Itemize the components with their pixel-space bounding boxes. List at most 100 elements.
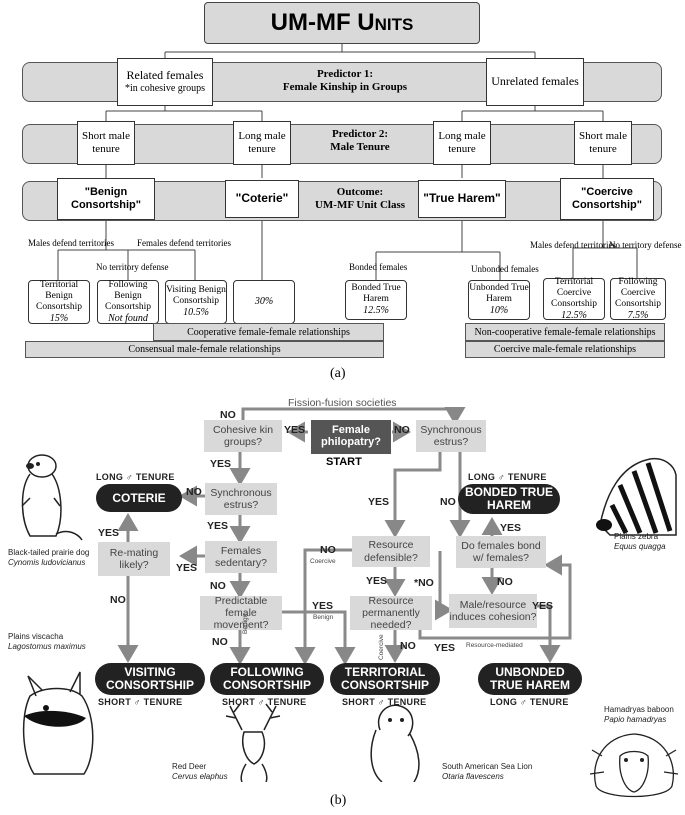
predictor1-label: Predictor 1:Female Kinship in Groups (282, 68, 408, 94)
visiting-outcome: VISITING CONSORTSHIP (95, 663, 205, 695)
label-no-3: NO (186, 486, 202, 498)
outcome-coterie: "Coterie" (225, 180, 299, 218)
outcome-true-harem: "True Harem" (418, 180, 506, 218)
resource-defensible-question: Resource defensible? (352, 536, 430, 567)
remating-question: Re-mating likely? (98, 542, 170, 576)
p2-box-4: Short male tenure (574, 121, 632, 165)
sedentary-question: Females sedentary? (205, 541, 277, 573)
label-yes-8: YES (366, 575, 388, 587)
branch-unbonded: Unbonded females (471, 264, 539, 274)
branch-males-defend-left: Males defend territories (28, 238, 114, 248)
label-yes-5: YES (176, 562, 198, 574)
outcome-coercive: "Coercive Consortship" (560, 178, 654, 220)
territorial-tenure: SHORT ♂ TENURE (342, 697, 427, 707)
start-label: START (326, 456, 362, 468)
synchronous-estrus-right-question: Synchronous estrus? (416, 420, 486, 452)
panel-a-title: UM-MF Units (204, 2, 480, 44)
label-no-7: NO (320, 544, 336, 556)
viscacha-illustration (22, 671, 94, 775)
cohesive-kin-question: Cohesive kin groups? (204, 420, 282, 452)
consensual-relationships-band: Consensual male-female relationships (25, 341, 384, 358)
label-no-8: NO (440, 496, 456, 508)
label-yes-3: YES (207, 520, 229, 532)
predictable-movement-question: Predictable female movement? (200, 595, 282, 631)
following-outcome: FOLLOWING CONSORTSHIP (210, 663, 324, 695)
predictor2-label: Predictor 2:Male Tenure (330, 128, 390, 154)
label-no-1: NO (220, 409, 236, 421)
note-coercive: Coercive (310, 558, 336, 565)
branch-bonded: Bonded females (349, 262, 408, 272)
following-tenure: SHORT ♂ TENURE (222, 697, 307, 707)
label-no-5: NO (110, 594, 126, 606)
resource-needed-question: Resource permanently needed? (350, 595, 432, 631)
branch-no-territory-right: No territory defense (609, 240, 682, 250)
coterie-tenure: LONG ♂ TENURE (96, 472, 175, 482)
sea-lion-illustration (370, 704, 420, 782)
branch-females-defend: Females defend territories (137, 238, 231, 248)
label-no-4: NO (210, 580, 226, 592)
p2-box-3: Long male tenure (433, 121, 491, 165)
branch-no-territory: No territory defense (96, 262, 169, 272)
note-benign-2: Benign (242, 613, 249, 634)
red-deer-illustration (225, 703, 281, 782)
unbonded-harem-outcome: UNBONDED TRUE HAREM (478, 663, 582, 695)
noncoop-relationships-band: Non-cooperative female-female relationsh… (465, 323, 665, 341)
label-yes-1: YES (284, 424, 306, 436)
coterie-outcome: COTERIE (96, 484, 182, 512)
label-no-9: NO (400, 640, 416, 652)
label-yes-7: YES (368, 496, 390, 508)
females-bond-question: Do females bond w/ females? (456, 536, 546, 568)
visiting-tenure: SHORT ♂ TENURE (98, 697, 183, 707)
panel-a-label: (a) (330, 366, 346, 381)
panel-b-label: (b) (330, 793, 347, 808)
label-yes-2: YES (210, 458, 232, 470)
outcome-label: Outcome:UM-MF Unit Class (314, 186, 406, 212)
zebra-illustration (596, 457, 677, 536)
panel-a-connectors (57, 44, 638, 280)
p2-box-1: Short male tenure (77, 121, 135, 165)
outcome-benign: "Benign Consortship" (57, 178, 155, 220)
label-yes-9: YES (434, 642, 456, 654)
label-yes-11: YES (532, 600, 554, 612)
label-no-10: NO (497, 576, 513, 588)
coop-relationships-band: Cooperative female-female relationships (153, 323, 384, 341)
note-benign: Benign (313, 614, 334, 621)
synchronous-estrus-left-question: Synchronous estrus? (205, 483, 277, 515)
label-yes-6: YES (312, 600, 334, 612)
unrelated-females-box: Unrelated females (486, 58, 584, 106)
female-philopatry-question: Female philopatry? (311, 420, 391, 454)
note-coercive-2: Coercive (378, 634, 385, 660)
fission-fusion-label: Fission-fusion societies (288, 397, 397, 409)
related-females-box: Related females *in cohesive groups (117, 58, 213, 106)
coercive-relationships-band: Coercive male-female relationships (465, 341, 665, 358)
note-resource-mediated: Resource-mediated (466, 642, 523, 649)
territorial-outcome: TERRITORIAL CONSORTSHIP (330, 663, 440, 695)
bonded-harem-outcome: BONDED TRUE HAREM (458, 484, 560, 514)
male-resource-question: Male/resource induces cohesion? (449, 594, 537, 628)
label-star-no: *NO (414, 577, 434, 589)
label-yes-4: YES (98, 527, 120, 539)
label-yes-10: YES (500, 522, 522, 534)
p2-box-2: Long male tenure (233, 121, 291, 165)
unbonded-tenure: LONG ♂ TENURE (490, 697, 569, 707)
label-no-6: NO (212, 636, 228, 648)
bonded-tenure: LONG ♂ TENURE (468, 472, 547, 482)
prairie-dog-illustration (21, 454, 83, 541)
label-no-2: NO (394, 424, 410, 436)
baboon-illustration (589, 733, 679, 798)
branch-males-defend-right: Males defend territories (530, 240, 616, 250)
